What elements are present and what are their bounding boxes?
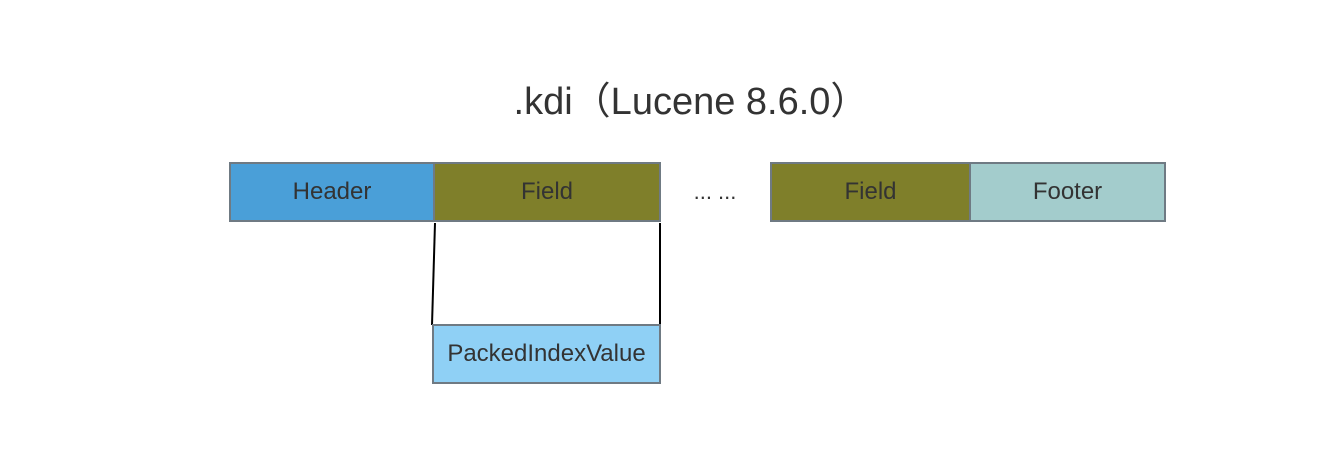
field-label-last: Field xyxy=(844,178,897,205)
ellipsis: ... ... xyxy=(693,179,737,204)
header-label: Header xyxy=(292,178,372,205)
field-block-first: Field xyxy=(433,162,661,222)
packed-index-value-block: PackedIndexValue xyxy=(432,324,661,384)
connector-line-left xyxy=(431,222,436,326)
diagram-title: .kdi（Lucene 8.6.0） xyxy=(513,81,869,123)
packed-index-value-label: PackedIndexValue xyxy=(447,340,646,367)
field-block-last: Field xyxy=(770,162,971,222)
footer-label: Footer xyxy=(1032,178,1103,205)
field-label-first: Field xyxy=(520,178,574,205)
header-block: Header xyxy=(229,162,435,222)
footer-block: Footer xyxy=(969,162,1166,222)
